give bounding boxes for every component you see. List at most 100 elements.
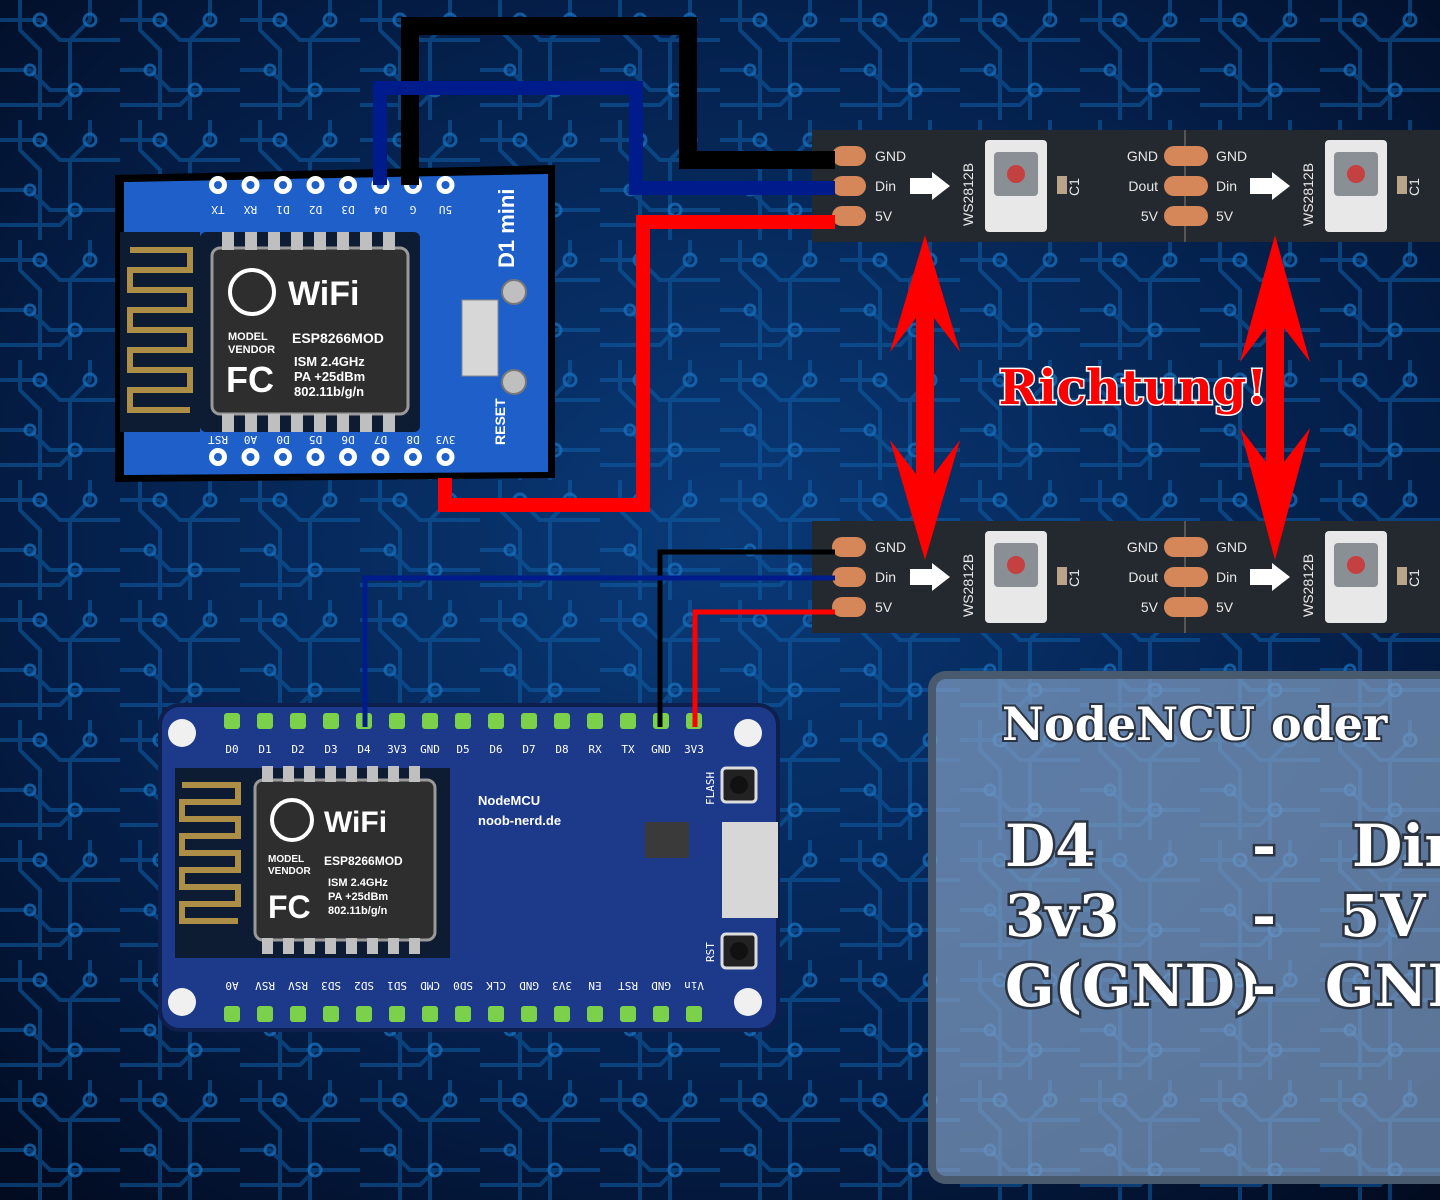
nodemcu-hole-tr (734, 719, 762, 747)
strip-pad (1164, 176, 1208, 196)
strip-out-pad-label: GND (1127, 148, 1158, 164)
strip-pad (832, 597, 866, 617)
d1-module-pin (314, 232, 326, 250)
nodemcu-bottom-hole (653, 1006, 669, 1022)
nodemcu-bottom-pin-label: SD3 (321, 979, 341, 992)
d1-top-hole-center (246, 181, 255, 189)
d1-module-pin (383, 232, 395, 250)
nodemcu-module-vendor: VENDOR (268, 866, 312, 877)
d1-module-fc: FC (226, 359, 274, 400)
d1-module-pin (268, 232, 280, 250)
nodemcu-module-pin (409, 938, 420, 954)
strip-left-pad-label: Din (875, 569, 896, 585)
nodemcu-bottom-pin-label: EN (588, 979, 601, 992)
d1-top-hole-center (279, 181, 287, 189)
data-direction-arrow-icon (910, 172, 950, 200)
d1-brand-label: D1 mini (494, 189, 519, 268)
nodemcu-power-wire (692, 609, 835, 727)
d1-module-pin (291, 232, 303, 250)
nodemcu-flash-label: FLASH (704, 772, 717, 805)
strip-pad (832, 146, 866, 166)
nodemcu-top-pin-label: GND (420, 743, 440, 756)
strip-pad (1164, 597, 1208, 617)
strip-pad (1164, 537, 1208, 557)
flash-button-cap (730, 776, 748, 794)
d1-bottom-pin-label: 3V3 (436, 433, 456, 446)
nodemcu-usb-chip (645, 822, 689, 858)
strip-left-pad-label: 5V (875, 208, 893, 224)
nodemcu-top-hole (257, 713, 273, 729)
espressif-logo (228, 268, 276, 316)
nodemcu-module-fc: FC (268, 889, 311, 925)
d1-bottom-pin-label: D7 (374, 433, 387, 446)
nodemcu-top-hole (521, 713, 537, 729)
nodemcu-module-pin (346, 938, 357, 954)
nodemcu-bottom-hole (422, 1006, 438, 1022)
d1-mount-bottom (501, 369, 527, 395)
nodemcu-hole-tl (168, 719, 196, 747)
strip-left-pad-label: GND (875, 539, 906, 555)
nodemcu-bottom-pin-label: A0 (225, 979, 238, 992)
d1-gnd-wire (401, 17, 835, 185)
nodemcu-bottom-pin-label: 3V3 (552, 979, 572, 992)
nodemcu-bottom-hole (323, 1006, 339, 1022)
data-direction-arrow-icon (910, 563, 950, 591)
direction-label: Richtung! (999, 360, 1268, 416)
d1-module-pin (245, 232, 257, 250)
d1-power-wire (438, 215, 835, 512)
d1-mini-board: WiFi MODEL VENDOR ESP8266MOD FC ISM 2.4G… (115, 165, 555, 482)
strip-in-pad-label: Din (1216, 569, 1237, 585)
nodemcu-caption: NodeMCU (478, 793, 540, 808)
arrow-down-right-icon (1240, 428, 1310, 560)
d1-module-wifi: WiFi (288, 275, 359, 313)
d1-bottom-hole-center (246, 453, 255, 461)
d1-module-pin (222, 232, 234, 250)
nodemcu-top-hole (554, 713, 570, 729)
d1-bottom-hole-center (214, 453, 222, 461)
led-cap-label: C1 (1406, 569, 1422, 587)
led-chip-label: WS2812B (960, 163, 976, 226)
nodemcu-module-pin (304, 766, 315, 782)
nodemcu-top-hole (587, 713, 603, 729)
strip-pad (1164, 206, 1208, 226)
cap-icon (1057, 176, 1067, 194)
arrow-up-right-icon (1240, 235, 1310, 440)
d1-bottom-hole-center (376, 453, 385, 461)
strip-in-pad-label: GND (1216, 148, 1247, 164)
d1-module-pin (337, 414, 349, 432)
nodemcu-bottom-hole (257, 1006, 273, 1022)
d1-top-hole-center (311, 181, 320, 189)
nodemcu-top-hole (389, 713, 405, 729)
arrow-down-left-icon (890, 440, 960, 560)
nodemcu-bottom-pin-label: GND (519, 979, 539, 992)
nodemcu-top-pin-label: D2 (291, 743, 304, 756)
info-row-left: D4 (1005, 812, 1096, 880)
strip-in-pad-label: 5V (1216, 599, 1234, 615)
d1-top-pin-label: D4 (374, 203, 388, 216)
nodemcu-module-model: MODEL (268, 854, 304, 865)
nodemcu-top-pin-label: D1 (258, 743, 271, 756)
arrow-up-left-icon (890, 235, 960, 440)
nodemcu-top-hole (422, 713, 438, 729)
nodemcu-bottom-pin-label: SD0 (453, 979, 473, 992)
strip-left-pad-label: 5V (875, 599, 893, 615)
nodemcu-module-pin (283, 938, 294, 954)
led-chip-label: WS2812B (960, 554, 976, 617)
nodemcu-top-hole (620, 713, 636, 729)
nodemcu-bottom-hole (290, 1006, 306, 1022)
strip-in-pad-label: Din (1216, 178, 1237, 194)
info-row-left: G(GND) (1005, 952, 1262, 1020)
d1-module-spec-1: ISM 2.4GHz (294, 354, 365, 369)
nodemcu-module-spec-3: 802.11b/g/n (328, 905, 388, 917)
led-icon (1007, 556, 1025, 574)
d1-module-pin (360, 232, 372, 250)
d1-wires (373, 17, 835, 512)
d1-bottom-hole-center (344, 453, 352, 461)
nodemcu-top-hole (224, 713, 240, 729)
led-cap-label: C1 (1066, 178, 1082, 196)
d1-module-pin (222, 414, 234, 432)
d1-module-part: ESP8266MOD (292, 330, 384, 346)
d1-module-pin (245, 414, 257, 432)
